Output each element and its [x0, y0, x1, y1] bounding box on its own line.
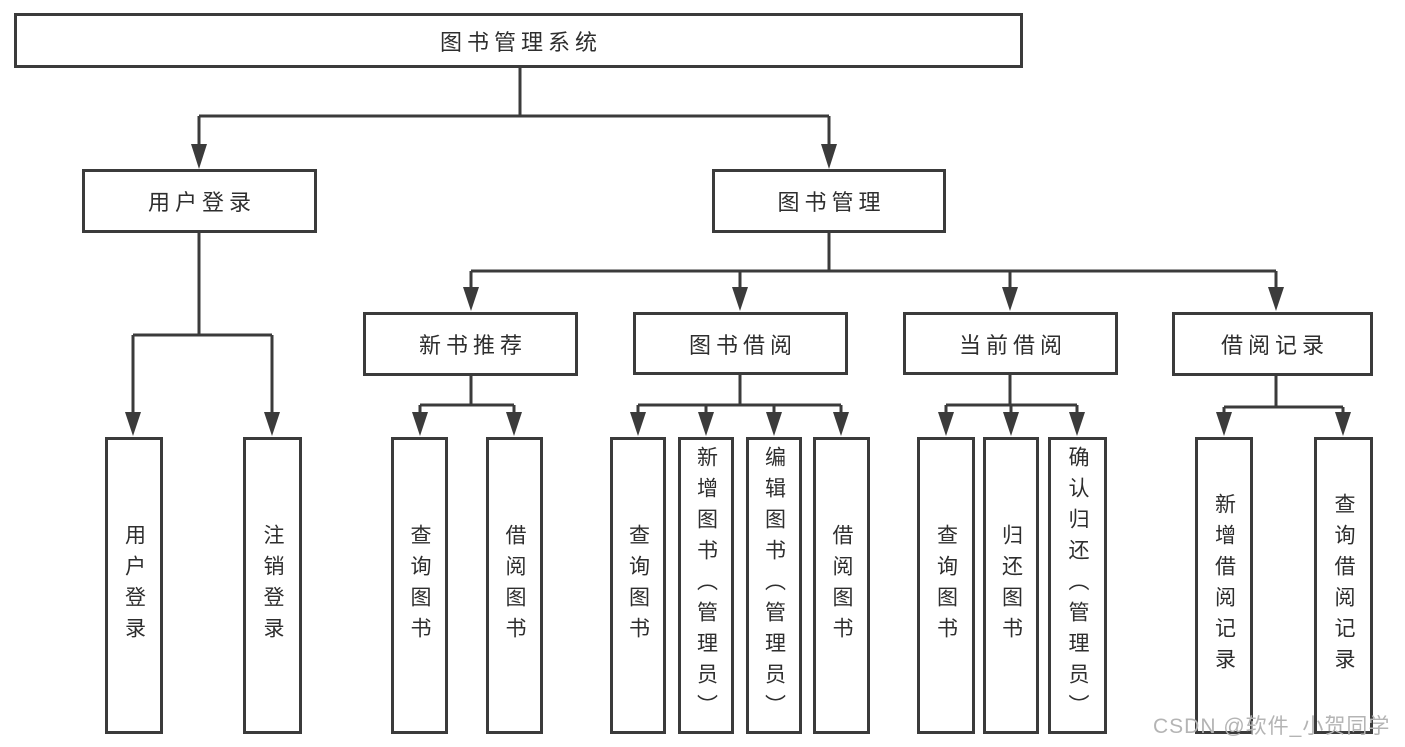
- leaf-query-books-recommend: 查询图书: [391, 437, 448, 734]
- node-user-login: 用户登录: [82, 169, 317, 233]
- node-book-borrowing: 图书借阅: [633, 312, 848, 375]
- leaf-user-login: 用户登录: [105, 437, 163, 734]
- leaf-borrow-books: 借阅图书: [813, 437, 870, 734]
- leaf-add-books-admin: 新增图书（管理员）: [678, 437, 734, 734]
- leaf-logout: 注销登录: [243, 437, 302, 734]
- leaf-edit-books-admin: 编辑图书（管理员）: [746, 437, 802, 734]
- node-current-borrowing: 当前借阅: [903, 312, 1118, 375]
- leaf-return-books: 归还图书: [983, 437, 1039, 734]
- node-new-book-recommendation: 新书推荐: [363, 312, 578, 376]
- leaf-borrow-books-recommend: 借阅图书: [486, 437, 543, 734]
- node-library-management-system: 图书管理系统: [14, 13, 1023, 68]
- node-borrowing-records: 借阅记录: [1172, 312, 1373, 376]
- leaf-query-books-borrow: 查询图书: [610, 437, 666, 734]
- csdn-watermark: CSDN @软件_小贺同学: [1153, 715, 1391, 738]
- node-book-management: 图书管理: [712, 169, 946, 233]
- leaf-query-borrow-record: 查询借阅记录: [1314, 437, 1373, 734]
- leaf-confirm-return-admin: 确认归还（管理员）: [1048, 437, 1107, 734]
- leaf-query-books-current: 查询图书: [917, 437, 975, 734]
- leaf-add-borrow-record: 新增借阅记录: [1195, 437, 1253, 734]
